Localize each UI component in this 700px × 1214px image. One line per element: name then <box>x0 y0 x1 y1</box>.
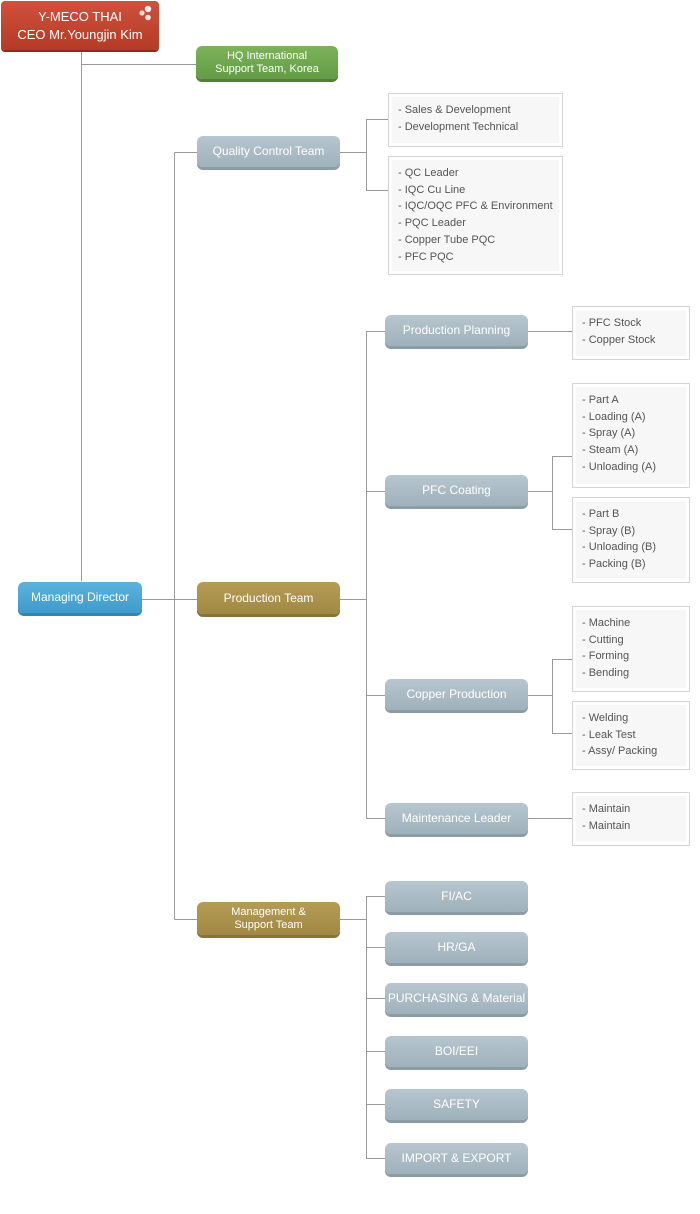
company-name: Y-MECO THAI <box>38 8 122 24</box>
copper-machine-box: - Machine - Cutting - Forming - Bending <box>572 606 690 692</box>
list-item: - Steam (A) <box>582 444 639 457</box>
qc-sales-box: - Sales & Development - Development Tech… <box>388 93 563 147</box>
management-line2: Support Team <box>234 918 303 931</box>
hq-line2: Support Team, Korea <box>215 62 319 75</box>
list-item: - Unloading (A) <box>582 460 656 473</box>
molecule-icon <box>139 5 152 21</box>
quality-control-label: Quality Control Team <box>212 144 325 158</box>
production-team-node: Production Team <box>197 582 340 614</box>
hq-line1: HQ International <box>226 49 308 62</box>
list-item: - Spray (B) <box>582 524 636 537</box>
hq-support-node: HQ International Support Team, Korea <box>196 46 338 79</box>
dept-purchasing: PURCHASING & Material <box>385 983 528 1014</box>
maintenance-box: - Maintain - Maintain <box>572 792 690 846</box>
list-item: - Cutting <box>582 633 624 646</box>
pfc-part-a-box: - Part A - Loading (A) - Spray (A) - Ste… <box>572 383 690 488</box>
dept-import-export: IMPORT & EXPORT <box>385 1143 528 1174</box>
list-item: - Welding <box>582 712 629 724</box>
dept-safety: SAFETY <box>385 1089 528 1120</box>
list-item: - IQC/OQC PFC & Environment <box>398 200 553 213</box>
dept-label: BOI/EEI <box>434 1044 479 1058</box>
list-item: - Spray (A) <box>582 427 636 440</box>
pfc-coating-node: PFC Coating <box>385 475 528 506</box>
list-item: - Leak Test <box>582 728 636 741</box>
list-item: - PQC Leader <box>398 217 466 230</box>
managing-director-label: Managing Director <box>30 590 130 604</box>
list-item: - Loading (A) <box>582 410 646 423</box>
quality-control-team-node: Quality Control Team <box>197 136 340 167</box>
list-item: - Part B <box>582 508 620 520</box>
management-line1: Management & <box>231 905 306 918</box>
list-item: - Maintain <box>582 819 631 832</box>
production-team-label: Production Team <box>223 590 314 605</box>
maintenance-leader-label: Maintenance Leader <box>401 811 512 825</box>
list-item: - QC Leader <box>398 167 459 179</box>
list-item: - Part A <box>582 394 619 406</box>
list-item: - PFC Stock <box>582 317 642 329</box>
list-item: - IQC Cu Line <box>398 183 466 196</box>
copper-production-label: Copper Production <box>406 687 507 701</box>
ceo-name: CEO Mr.Youngjin Kim <box>17 26 143 42</box>
list-item: - Forming <box>582 650 630 663</box>
list-item: - Maintain <box>582 803 631 815</box>
pfc-part-b-box: - Part B - Spray (B) - Unloading (B) - P… <box>572 497 690 583</box>
list-item: - Packing (B) <box>582 558 646 571</box>
dept-boi-eei: BOI/EEI <box>385 1036 528 1067</box>
list-item: - Machine <box>582 617 631 629</box>
dept-label: FI/AC <box>441 889 472 903</box>
dept-label: HR/GA <box>437 940 476 954</box>
copper-production-node: Copper Production <box>385 679 528 710</box>
dept-label: SAFETY <box>433 1097 480 1111</box>
list-item: - Copper Tube PQC <box>398 233 496 246</box>
management-support-team-node: Management & Support Team <box>197 902 340 935</box>
list-item: - Bending <box>582 667 630 680</box>
planning-stock-box: - PFC Stock - Copper Stock <box>572 306 690 360</box>
list-item: - PFC PQC <box>398 250 454 263</box>
pfc-coating-label: PFC Coating <box>422 483 491 497</box>
list-item: - Unloading (B) <box>582 541 656 554</box>
list-item: - Assy/ Packing <box>582 745 658 758</box>
managing-director-node: Managing Director <box>18 582 142 613</box>
dept-fi-ac: FI/AC <box>385 881 528 912</box>
dept-hr-ga: HR/GA <box>385 932 528 963</box>
list-item: - Development Technical <box>398 120 519 133</box>
qc-staff-box: - QC Leader - IQC Cu Line - IQC/OQC PFC … <box>388 156 563 275</box>
dept-label: PURCHASING & Material <box>387 991 526 1005</box>
list-item: - Sales & Development <box>398 104 511 116</box>
copper-welding-box: - Welding - Leak Test - Assy/ Packing <box>572 701 690 770</box>
maintenance-leader-node: Maintenance Leader <box>385 803 528 834</box>
production-planning-node: Production Planning <box>385 315 528 346</box>
production-planning-label: Production Planning <box>402 323 511 337</box>
ceo-node: Y-MECO THAI CEO Mr.Youngjin Kim <box>1 1 159 50</box>
dept-label: IMPORT & EXPORT <box>401 1151 512 1165</box>
list-item: - Copper Stock <box>582 333 656 346</box>
